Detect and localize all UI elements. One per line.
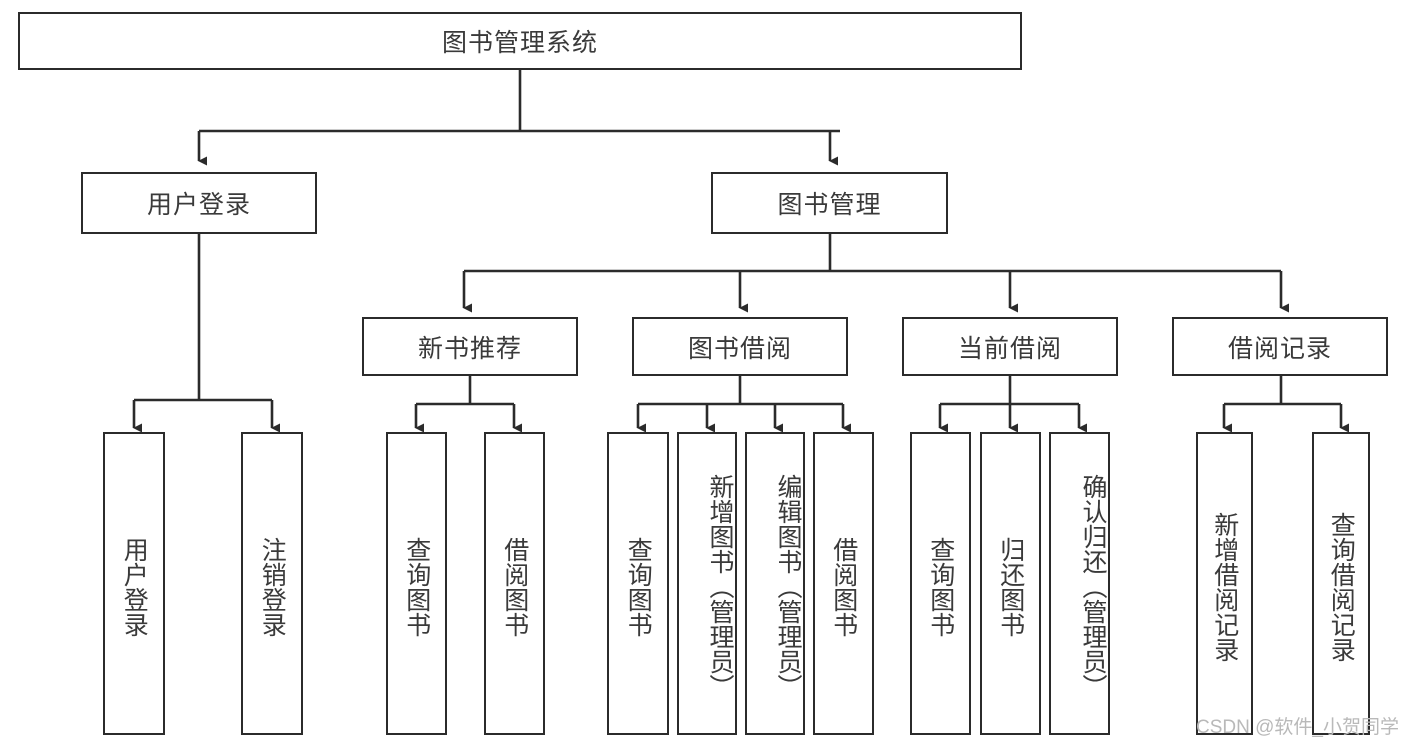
node-book-borrow[interactable]: 图书借阅 (632, 317, 848, 376)
node-label: 注销登录 (258, 536, 287, 637)
node-label: 新增借阅记录 (1210, 511, 1239, 662)
leaf-borrow-borrow-book[interactable]: 借阅图书 (813, 432, 874, 735)
node-new-book-recommend[interactable]: 新书推荐 (362, 317, 578, 376)
leaf-new-book-query[interactable]: 查询图书 (386, 432, 447, 735)
leaf-borrow-query-book[interactable]: 查询图书 (607, 432, 669, 735)
node-label: 查询图书 (402, 536, 431, 637)
node-label: 当前借阅 (957, 334, 1062, 363)
node-current-borrow[interactable]: 当前借阅 (902, 317, 1118, 376)
node-label: 借阅图书 (500, 536, 529, 637)
node-book-management[interactable]: 图书管理 (711, 172, 948, 234)
node-label: 新增图书（管理员） (706, 474, 734, 699)
leaf-borrow-edit-book-admin[interactable]: 编辑图书（管理员） (745, 432, 805, 735)
leaf-new-book-borrow[interactable]: 借阅图书 (484, 432, 545, 735)
node-label: 借阅图书 (829, 536, 858, 637)
leaf-current-return-book[interactable]: 归还图书 (980, 432, 1041, 735)
node-root-book-management-system[interactable]: 图书管理系统 (18, 12, 1022, 70)
leaf-user-login-logout[interactable]: 注销登录 (241, 432, 303, 735)
leaf-record-add-record[interactable]: 新增借阅记录 (1196, 432, 1253, 735)
node-label: 编辑图书（管理员） (774, 474, 802, 699)
leaf-record-query-record[interactable]: 查询借阅记录 (1312, 432, 1370, 735)
leaf-current-query-book[interactable]: 查询图书 (910, 432, 971, 735)
node-label: 查询图书 (624, 536, 653, 637)
leaf-user-login-login[interactable]: 用户登录 (103, 432, 165, 735)
leaf-current-confirm-return-admin[interactable]: 确认归还（管理员） (1049, 432, 1110, 735)
node-label: 用户登录 (146, 191, 251, 219)
node-label: 图书借阅 (687, 334, 792, 363)
node-borrow-record[interactable]: 借阅记录 (1172, 317, 1388, 376)
node-label: 图书管理系统 (441, 29, 598, 57)
leaf-borrow-add-book-admin[interactable]: 新增图书（管理员） (677, 432, 737, 735)
node-label: 用户登录 (120, 536, 149, 637)
node-label: 查询借阅记录 (1327, 511, 1356, 662)
node-label: 归还图书 (996, 536, 1025, 637)
watermark: CSDN @软件_小贺同学 (1196, 717, 1399, 738)
node-label: 借阅记录 (1227, 334, 1332, 363)
node-label: 确认归还（管理员） (1079, 474, 1107, 699)
node-label: 图书管理 (777, 191, 882, 219)
node-label: 查询图书 (926, 536, 955, 637)
node-label: 新书推荐 (417, 334, 522, 363)
node-user-login[interactable]: 用户登录 (81, 172, 317, 234)
